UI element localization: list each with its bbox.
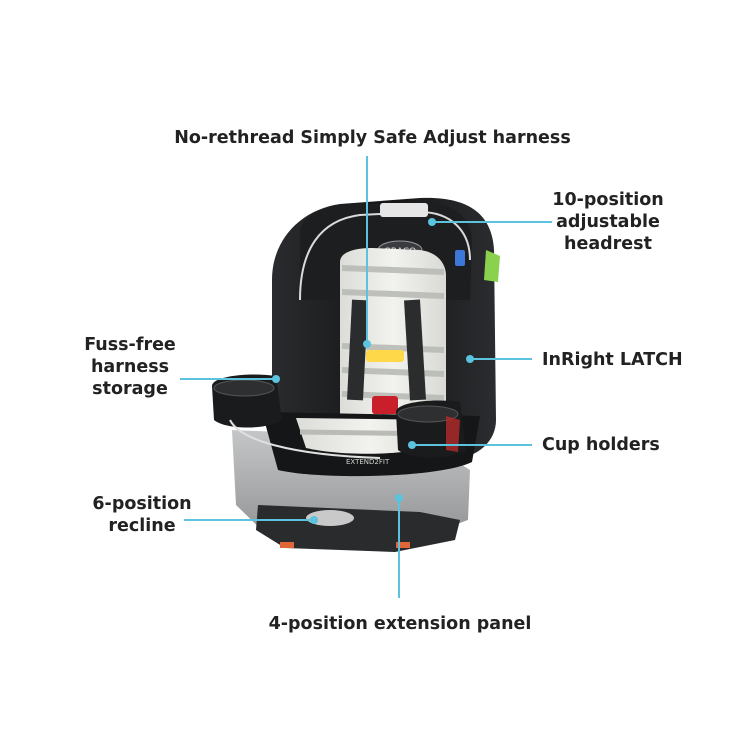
- storage-label: Fuss-free harness storage: [70, 334, 190, 400]
- recline-callout-dot: [310, 516, 318, 524]
- latch-label: InRight LATCH: [542, 350, 683, 370]
- chest-clip: [366, 350, 404, 362]
- harness-strap-left: [347, 299, 368, 401]
- recline-label: 6-position recline: [82, 493, 202, 537]
- recline-label-line1: 6-position: [92, 494, 192, 514]
- cup-callout-line: [412, 444, 532, 446]
- buckle: [372, 396, 398, 414]
- headrest-label-line3: headrest: [564, 234, 652, 254]
- recline-label-line2: recline: [108, 516, 176, 536]
- headrest-label: 10-position adjustable headrest: [548, 189, 668, 255]
- headrest-callout-dot: [428, 218, 436, 226]
- extension-label: 4-position extension panel: [268, 614, 532, 634]
- recline-handle: [306, 510, 354, 526]
- latch-callout-dot: [466, 355, 474, 363]
- storage-callout-line: [180, 378, 276, 380]
- cup-callout-dot: [408, 441, 416, 449]
- cup-holder-right-rim: [397, 405, 459, 423]
- orange-accent: [396, 542, 410, 548]
- extension-callout-dot: [395, 494, 403, 502]
- level-indicator: [455, 250, 465, 266]
- harness-adjust-tag: [380, 203, 428, 217]
- headrest-label-line1: 10-position: [552, 190, 664, 210]
- harness-callout-dot: [363, 340, 371, 348]
- latch-tab: [484, 250, 500, 282]
- recline-callout-line: [184, 519, 314, 521]
- cup-holder-left-rim: [213, 379, 275, 397]
- headrest-label-line2: adjustable: [556, 212, 660, 232]
- storage-label-line3: storage: [92, 379, 168, 399]
- harness-strap-right: [404, 299, 426, 401]
- storage-label-line1: Fuss-free: [84, 335, 176, 355]
- extension-callout-line: [398, 498, 400, 598]
- harness-callout-line: [366, 156, 368, 344]
- storage-callout-dot: [272, 375, 280, 383]
- latch-callout-line: [470, 358, 532, 360]
- orange-accent: [280, 542, 294, 548]
- model-text: EXTEND2FIT: [346, 458, 390, 466]
- headrest-callout-line: [432, 221, 552, 223]
- cup-holders-label: Cup holders: [542, 435, 660, 455]
- storage-label-line2: harness: [90, 357, 170, 377]
- harness-label: No-rethread Simply Safe Adjust harness: [174, 128, 571, 148]
